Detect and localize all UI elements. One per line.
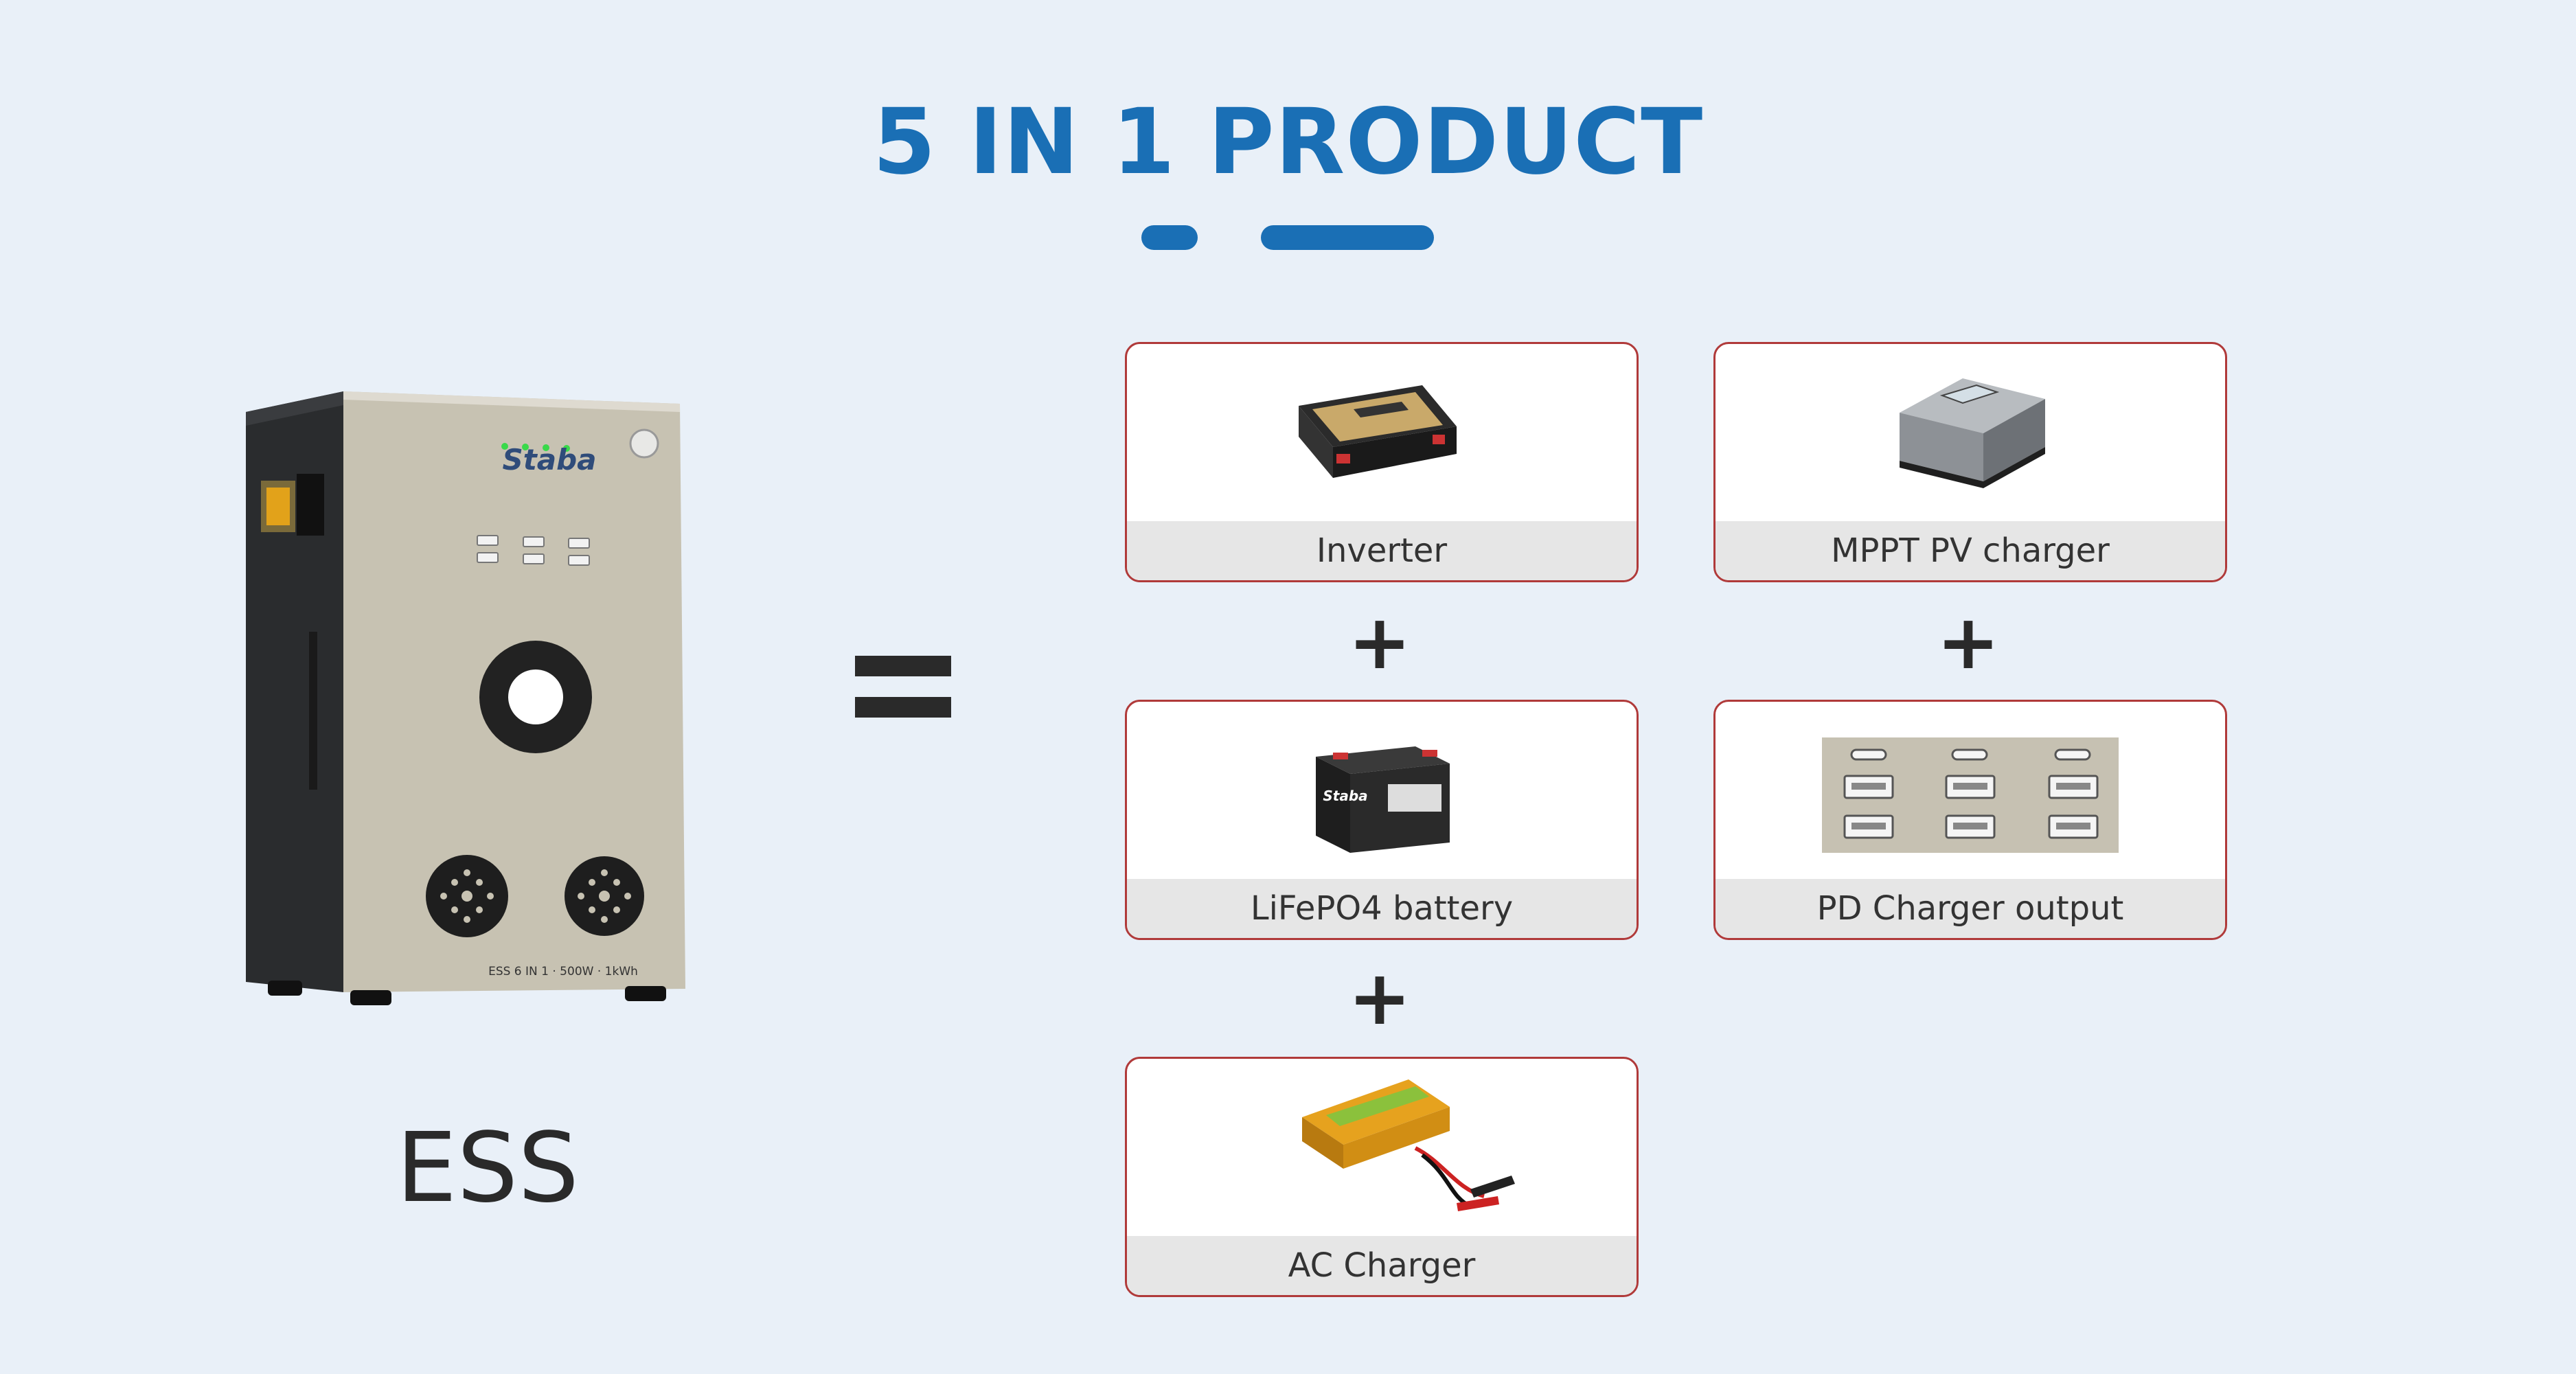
component-card-battery: Staba LiFePO4 battery: [1125, 700, 1639, 940]
component-card-mppt: MPPT PV charger: [1713, 342, 2227, 582]
component-label: Inverter: [1127, 521, 1637, 580]
plus-sign: +: [1347, 954, 1412, 1042]
battery-icon: [1316, 746, 1450, 853]
component-card-pd-charger: PD Charger output: [1713, 700, 2227, 940]
component-label: AC Charger: [1127, 1236, 1637, 1295]
page-title: 5 IN 1 PRODUCT: [872, 89, 1704, 195]
title-dash-short: [1141, 225, 1198, 250]
component-label: PD Charger output: [1716, 879, 2225, 938]
equals-bar-top: [855, 656, 951, 676]
component-card-inverter: Inverter: [1125, 342, 1639, 582]
device-brand-logo: Staba: [502, 443, 597, 477]
title-dash-long: [1261, 225, 1434, 250]
ess-device-image: [246, 391, 685, 1005]
plus-sign: +: [1347, 598, 1412, 686]
usb-ports-icon: [1822, 737, 2119, 853]
component-label: LiFePO4 battery: [1127, 879, 1637, 938]
plus-sign: +: [1936, 598, 2001, 686]
device-model-text: ESS 6 IN 1 · 500W · 1kWh: [488, 965, 638, 978]
component-label: MPPT PV charger: [1716, 521, 2225, 580]
mppt-charger-icon: [1900, 378, 2045, 488]
inverter-icon: [1299, 385, 1457, 478]
ac-charger-icon: [1302, 1079, 1515, 1211]
component-card-ac-charger: AC Charger: [1125, 1057, 1639, 1297]
ess-caption: ESS: [396, 1112, 580, 1224]
battery-brand-logo: Staba: [1323, 788, 1368, 804]
equals-bar-bottom: [855, 697, 951, 718]
